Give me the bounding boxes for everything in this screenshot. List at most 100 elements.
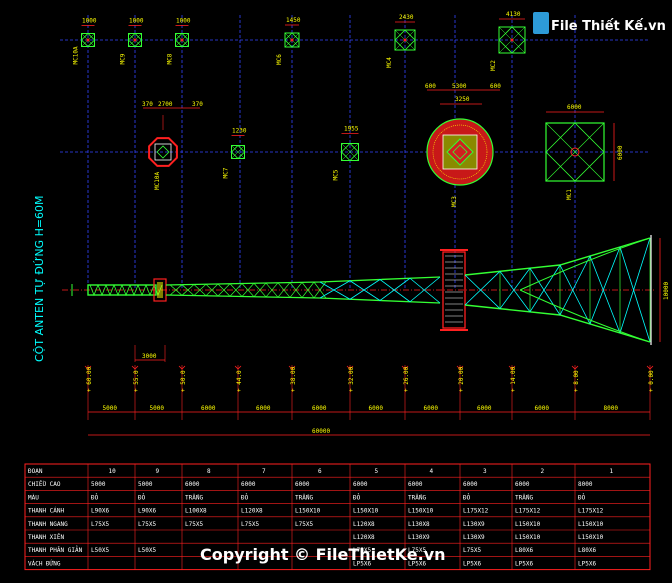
marker-diamond (230, 144, 246, 160)
table-cell: 6000 (185, 481, 200, 488)
mast-bracing (105, 284, 115, 297)
marker-label: MC6 (276, 54, 283, 65)
copyright-watermark: Copyright © FileThietKe.vn (200, 545, 446, 564)
tower-bracing (181, 284, 195, 296)
elevation-marker-icon (84, 365, 92, 370)
elevation-marker-icon (346, 365, 354, 370)
elevation-marker-icon (508, 365, 516, 370)
tower-bracing (379, 277, 411, 303)
elevation-label: + 14.00 (510, 366, 517, 392)
table-cell: L150X10 (408, 508, 434, 515)
elevation-label: + 38.00 (290, 366, 297, 392)
marker-dimension: 370 (192, 101, 203, 108)
table-cell: 5000 (138, 481, 153, 488)
table-header-cell: 7 (262, 468, 266, 475)
marker-label: MC7 (223, 167, 230, 178)
tower-bracing (169, 284, 183, 296)
elevation-marker-icon (178, 365, 186, 370)
table-cell: L75X5 (241, 521, 259, 528)
elevation-marker-icon (646, 365, 654, 370)
table-cell: 6000 (353, 481, 368, 488)
table-cell: L90X6 (91, 508, 109, 515)
tower-bracing (464, 271, 501, 309)
marker-diamond (394, 29, 416, 51)
tower-bracing (499, 267, 531, 313)
marker-diagonal (545, 122, 605, 182)
elevation-label: + 50.0 (180, 370, 187, 392)
table-cell: L80X6 (578, 547, 596, 554)
table-cell: LP5X6 (353, 560, 371, 567)
table-cell: L175X12 (463, 508, 489, 515)
segment-dimension: 6000 (201, 405, 216, 412)
table-cell: L175X12 (578, 508, 604, 515)
table-cell: L90X6 (138, 508, 156, 515)
marker-label: MC10A (73, 46, 80, 64)
tower-bracing (229, 283, 243, 297)
logo-text: File Thiết Kế.vn (551, 19, 666, 34)
tower-bracing (301, 281, 315, 299)
tower-bracing (559, 255, 591, 325)
marker-label: MC10A (154, 172, 161, 190)
table-cell: THANH CÁNH (28, 508, 65, 515)
table-cell: ĐỎ (463, 493, 471, 501)
logo-badge-icon (533, 12, 549, 34)
table-cell: TRẮNG (408, 494, 426, 501)
marker-center (290, 38, 294, 42)
table-header-cell: 1 (610, 468, 614, 475)
table-cell: L130X9 (408, 534, 430, 541)
table-cell: ĐỎ (91, 493, 99, 501)
elevation-label: + 60.00 (86, 366, 93, 392)
marker-label: MC8 (167, 53, 174, 64)
table-cell: TRẮNG (515, 494, 533, 501)
marker-diamond (446, 138, 474, 166)
table-header-cell: 6 (318, 468, 322, 475)
working-platform (442, 251, 466, 329)
tower-bracing (265, 282, 279, 298)
marker-dimension: 600 (425, 83, 436, 90)
table-cell: THANH XIÊN (28, 533, 65, 541)
marker-diagonal (231, 145, 245, 159)
elevation-marker-icon (456, 365, 464, 370)
elevation-marker-icon (234, 365, 242, 370)
tower-bracing (319, 280, 351, 300)
segment-dimension: 8000 (604, 405, 619, 412)
table-cell: L75X5 (91, 521, 109, 528)
table-cell: VÁCH ĐỨNG (28, 560, 61, 567)
table-cell: L75X5 (138, 521, 156, 528)
table-cell: L75X5 (353, 547, 371, 554)
tower-arch (519, 237, 651, 343)
table-cell: MÀU (28, 494, 39, 501)
table-cell: L130X9 (463, 534, 485, 541)
antenna-platform (153, 278, 167, 302)
mast-bracing (129, 284, 139, 297)
segment-dimension: 6000 (424, 405, 439, 412)
segment-dimension: 6000 (477, 405, 492, 412)
elevation-label: + 0.00 (648, 370, 655, 392)
table-header-cell: 9 (156, 468, 160, 475)
marker-center (86, 38, 90, 42)
table-cell: LP5X6 (515, 560, 533, 567)
tower-bracing (589, 246, 621, 334)
segment-dimension: 6000 (256, 405, 271, 412)
table-cell: L75X5 (295, 521, 313, 528)
marker-diamond (80, 32, 96, 48)
tower-bracing (217, 283, 231, 297)
marker-dimension: 2700 (158, 101, 173, 108)
elevation-label: + 44.0 (236, 370, 243, 392)
table-cell: 6000 (295, 481, 310, 488)
table-cell: 5000 (91, 481, 106, 488)
tower-bracing (619, 237, 651, 343)
table-cell: L175X12 (515, 508, 541, 515)
marker-dimension: 1955 (344, 126, 359, 133)
table-cell: L150X10 (578, 521, 604, 528)
marker-label: MC2 (490, 60, 497, 71)
table-cell: THANH NGANG (28, 521, 68, 528)
